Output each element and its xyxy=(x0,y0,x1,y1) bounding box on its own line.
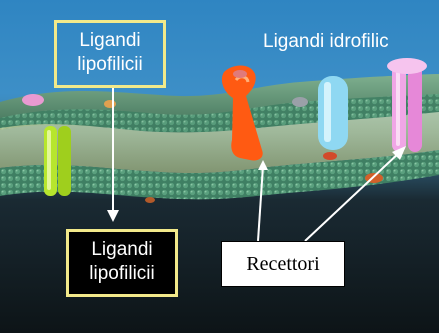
label-line: Ligandi xyxy=(57,29,163,53)
ligand-blob xyxy=(145,197,155,203)
ligand-blob xyxy=(292,97,308,107)
label-line: Ligandi xyxy=(69,238,175,262)
label-ligandi-lipofilici-top: Ligandi lipofilicii xyxy=(54,20,166,88)
label-ligandi-idrofilici: Ligandi idrofilic xyxy=(263,31,389,53)
label-line: lipofilicii xyxy=(57,53,163,77)
receptor-blue xyxy=(318,76,348,150)
label-recettori: Recettori xyxy=(221,241,345,287)
ligand-blob xyxy=(323,152,337,160)
ligand-blob xyxy=(104,100,116,108)
ligand-blob xyxy=(22,94,44,106)
label-ligandi-lipofilici-bottom: Ligandi lipofilicii xyxy=(66,229,178,297)
arrow-down-head xyxy=(107,210,119,222)
label-line: lipofilicii xyxy=(69,262,175,286)
